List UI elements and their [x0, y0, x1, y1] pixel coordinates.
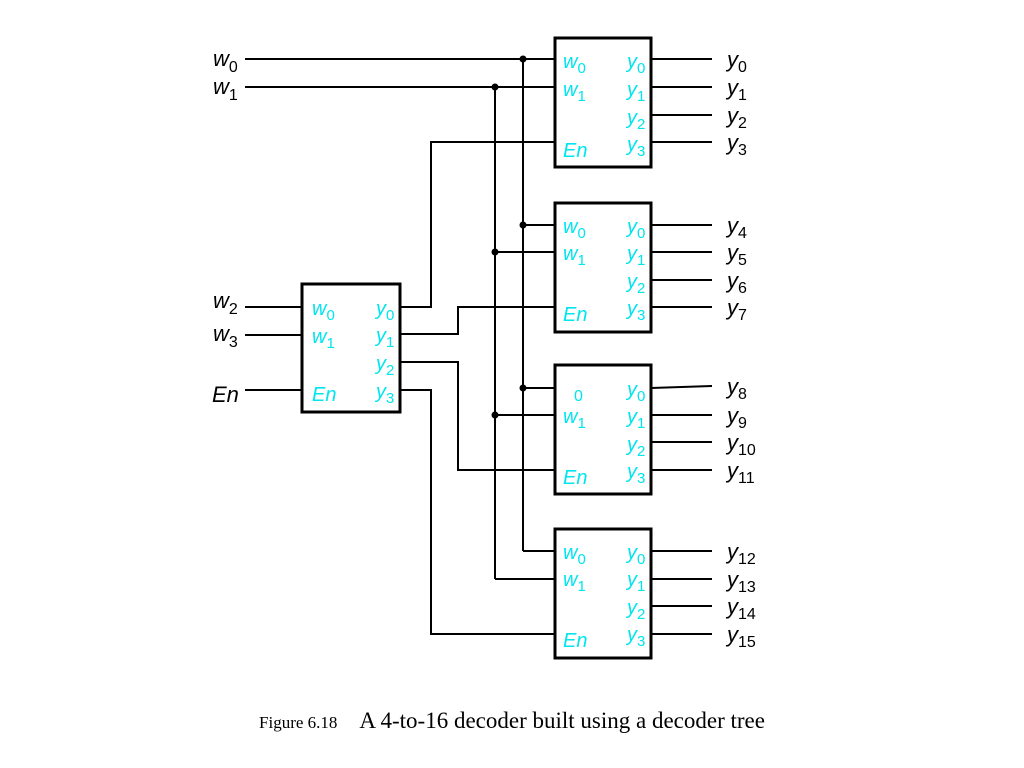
pin-y0: y0: [625, 542, 645, 568]
pin-w1: w1: [563, 79, 586, 105]
figure-caption: Figure 6.18 A 4-to-16 decoder built using…: [0, 708, 1024, 734]
pin-en: En: [563, 467, 587, 489]
input-label-w1: w1: [213, 74, 238, 104]
decoder-box: [553, 36, 653, 169]
figure-number: Figure 6.18: [259, 713, 338, 732]
output-label-y9: y9: [725, 403, 747, 432]
junction-dot: [491, 83, 499, 91]
output-label-y5: y5: [725, 240, 747, 269]
pin-en: En: [563, 140, 587, 162]
pin-w0: w0: [563, 51, 586, 77]
input-label-en: En: [212, 382, 239, 407]
wire-en-dec3: [400, 361, 555, 471]
pin-y3: y3: [625, 134, 645, 160]
output-label-y14: y14: [725, 594, 756, 623]
pin-y1: y1: [625, 406, 645, 432]
pin-y0: y0: [625, 216, 645, 242]
junction-dot: [519, 221, 527, 229]
output-label-y13: y13: [725, 567, 756, 596]
pin-w0: w0: [312, 298, 335, 324]
pin-y1: y1: [625, 243, 645, 269]
wire-en-dec2: [400, 306, 555, 335]
decoder-left: w0 w1 En y0 y1 y2 y3: [300, 282, 402, 414]
pin-y2: y2: [625, 597, 645, 623]
pin-y0: y0: [374, 298, 394, 324]
junction-dot: [491, 411, 499, 419]
pin-en: En: [312, 384, 336, 406]
pin-y3: y3: [625, 624, 645, 650]
wire-en-dec4: [400, 389, 555, 635]
pin-w0: w0: [563, 542, 586, 568]
pin-y1: y1: [625, 569, 645, 595]
output-label-y15: y15: [725, 622, 756, 651]
decoder-tree-diagram: w0 w1 w2 w3 En: [212, 36, 756, 660]
wires: [245, 58, 713, 635]
output-label-y10: y10: [725, 430, 756, 459]
decoder-box: [553, 201, 653, 334]
pin-y3: y3: [625, 298, 645, 324]
wire-en-dec1: [400, 141, 555, 308]
pin-w0: w0: [563, 216, 586, 242]
pin-y1: y1: [374, 325, 394, 351]
output-label-y11: y11: [725, 458, 755, 487]
pin-w1: w1: [563, 406, 586, 432]
decoder-box: [553, 527, 653, 660]
input-label-w0: w0: [213, 46, 238, 76]
output-labels: y0 y1 y2 y3 y4 y5 y6 y7 y8 y9 y10 y11 y1…: [725, 47, 756, 651]
pin-y1: y1: [625, 79, 645, 105]
pin-y2: y2: [625, 271, 645, 297]
output-label-y0: y0: [725, 47, 747, 76]
output-label-y6: y6: [725, 268, 747, 297]
input-label-w2: w2: [213, 288, 238, 318]
pin-en: En: [563, 630, 587, 652]
pin-w1: w1: [312, 326, 335, 352]
output-label-y3: y3: [725, 130, 747, 159]
decoder-box: [553, 363, 653, 496]
pin-y0: y0: [625, 379, 645, 405]
decoder-3: 0 w1 En y0 y1 y2 y3: [553, 363, 653, 496]
pin-en: En: [563, 304, 587, 326]
decoder-1: w0 w1 En y0 y1 y2 y3: [553, 36, 653, 169]
output-label-y12: y12: [725, 539, 756, 568]
pin-y2: y2: [625, 434, 645, 460]
decoder-box: [300, 282, 402, 414]
pin-y2: y2: [625, 107, 645, 133]
pin-w1: w1: [563, 243, 586, 269]
out-wire-y8: [650, 385, 713, 389]
junction-dot: [519, 384, 527, 392]
junction-dots: [491, 55, 527, 419]
junction-dot: [519, 55, 527, 63]
input-label-w3: w3: [213, 321, 238, 351]
pin-y3: y3: [625, 461, 645, 487]
junction-dot: [491, 248, 499, 256]
pin-w1: w1: [563, 569, 586, 595]
figure-title: A 4-to-16 decoder built using a decoder …: [359, 708, 765, 733]
output-label-y4: y4: [725, 213, 747, 242]
pin-y3: y3: [374, 381, 394, 407]
output-label-y8: y8: [725, 374, 747, 403]
output-label-y1: y1: [725, 75, 747, 104]
decoder-2: w0 w1 En y0 y1 y2 y3: [553, 201, 653, 334]
output-label-y2: y2: [725, 103, 747, 132]
decoder-4: w0 w1 En y0 y1 y2 y3: [553, 527, 653, 660]
pin-y0: y0: [625, 51, 645, 77]
output-label-y7: y7: [725, 295, 747, 324]
pin-y2: y2: [374, 353, 394, 379]
pin-w0-constant: 0: [574, 388, 583, 405]
